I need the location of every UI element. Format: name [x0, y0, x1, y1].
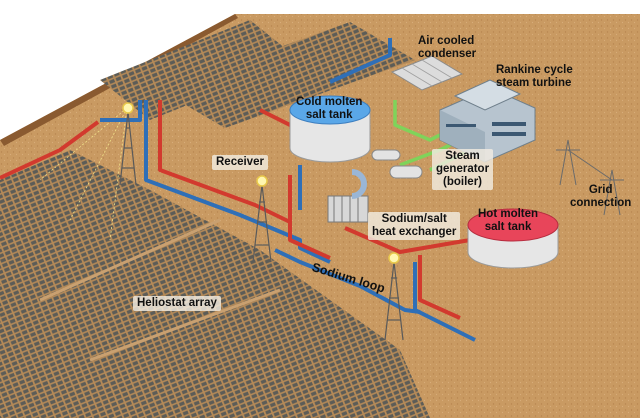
condenser-icon	[390, 55, 464, 91]
label-line: condenser	[418, 48, 477, 60]
label-line: steam turbine	[496, 77, 572, 89]
label-rankine-cycle: Rankine cycle steam turbine	[496, 64, 573, 90]
label-line: Grid	[588, 184, 613, 196]
hot-tank	[467, 208, 559, 269]
label-grid-connection: Grid connection	[570, 184, 631, 210]
label-line: Cold molten	[296, 96, 363, 108]
label-receiver: Receiver	[212, 155, 268, 170]
steam-generator	[371, 149, 423, 179]
label-steam-generator: Steam generator (boiler)	[432, 149, 494, 190]
label-line: salt tank	[305, 109, 353, 121]
label-heat-exchanger: Sodium/salt heat exchanger	[368, 212, 461, 240]
label-line: Steam	[445, 150, 480, 162]
heliostat-rows-divider	[39, 218, 281, 362]
heat-exchanger	[327, 169, 369, 223]
label-line: (boiler)	[443, 176, 483, 188]
label-line: connection	[570, 197, 632, 209]
label-heliostat-array: Heliostat array	[133, 296, 221, 311]
sun-receiver-icon	[122, 102, 400, 264]
label-line: Sodium/salt	[381, 213, 447, 225]
heliostat-field-top-left	[100, 20, 300, 120]
heliostat-field-top-mid	[160, 22, 415, 128]
cold-pipes	[100, 38, 476, 342]
pylon-icon	[556, 139, 624, 216]
label-line: Air cooled	[418, 35, 475, 47]
cold-tank	[289, 95, 371, 163]
label-line: Rankine cycle	[496, 64, 573, 76]
label-air-cooled-condenser: Air cooled condenser	[418, 35, 476, 61]
heliostat-field-main	[0, 150, 430, 418]
label-line: generator	[436, 163, 490, 175]
label-line: salt tank	[484, 221, 532, 233]
building-icon	[439, 79, 536, 163]
label-line: Hot molten	[478, 208, 539, 220]
sun-rays	[39, 107, 128, 241]
label-line: heat exchanger	[372, 226, 457, 238]
label-cold-tank: Cold molten salt tank	[296, 96, 362, 122]
label-hot-tank: Hot molten salt tank	[478, 208, 538, 234]
